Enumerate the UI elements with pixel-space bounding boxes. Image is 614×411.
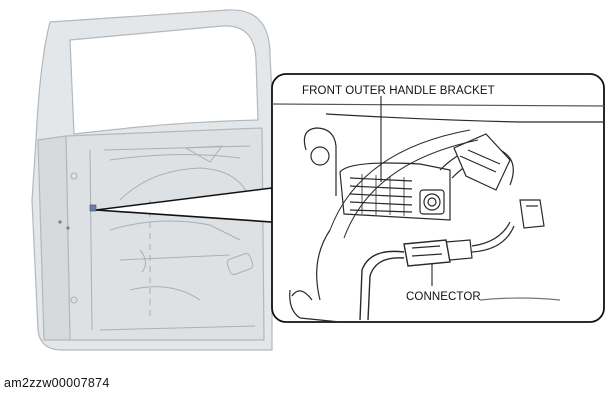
door-inner-details xyxy=(70,145,256,331)
door-panel xyxy=(31,9,273,351)
handle-location-marker xyxy=(58,204,97,230)
bracket-label: FRONT OUTER HANDLE BRACKET xyxy=(302,85,495,97)
figure-id: am2zzw00007874 xyxy=(4,376,110,390)
connector-label: CONNECTOR xyxy=(406,291,481,303)
detail-illustration xyxy=(271,96,605,323)
